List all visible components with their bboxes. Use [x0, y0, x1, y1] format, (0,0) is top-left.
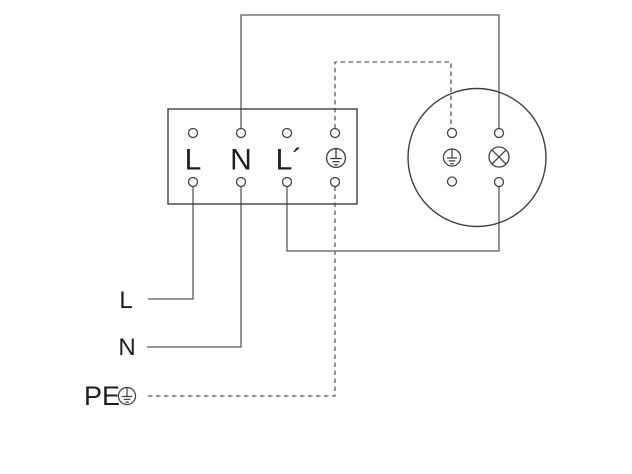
supply-label-pe: PE: [84, 381, 120, 411]
terminal-block-outline: [167, 108, 358, 205]
terminal-n-top: [235, 127, 247, 139]
terminal-block: L N L´: [167, 108, 358, 205]
terminal-earth-top: [329, 127, 341, 139]
wire-switched-live-to-lamp: [286, 186, 500, 252]
terminal-label-l: L: [185, 144, 202, 177]
terminal-lswitched-top: [281, 127, 293, 139]
wire-neutral-to-lamp: [240, 14, 500, 129]
terminal-l-top: [187, 127, 199, 139]
wire-supply-earth: [146, 186, 336, 397]
terminal-n-bottom: [235, 176, 247, 188]
terminal-lswitched-bottom: [281, 176, 293, 188]
wire-supply-neutral: [147, 186, 242, 348]
terminal-l-bottom: [187, 176, 199, 188]
terminal-label-lswitched: L´: [276, 144, 303, 177]
outlet-lamp-terminal-bottom: [493, 176, 505, 188]
outlet-earth-terminal-top: [446, 127, 458, 139]
supply-label-n: N: [118, 334, 135, 361]
supply-label-l: L: [119, 287, 132, 314]
wire-supply-line: [148, 186, 194, 300]
earth-icon: [117, 386, 137, 406]
terminal-earth-bottom: [329, 176, 341, 188]
terminal-label-n: N: [230, 144, 252, 177]
luminaire-outlet-outline: [407, 87, 547, 228]
earth-icon: [442, 148, 462, 167]
outlet-earth-terminal-bottom: [446, 176, 458, 187]
wire-earth-to-outlet: [334, 61, 452, 129]
earth-icon: [325, 147, 347, 169]
luminaire-outlet: [407, 87, 547, 228]
outlet-lamp-terminal-top: [493, 127, 505, 139]
lamp-icon: [488, 146, 510, 168]
